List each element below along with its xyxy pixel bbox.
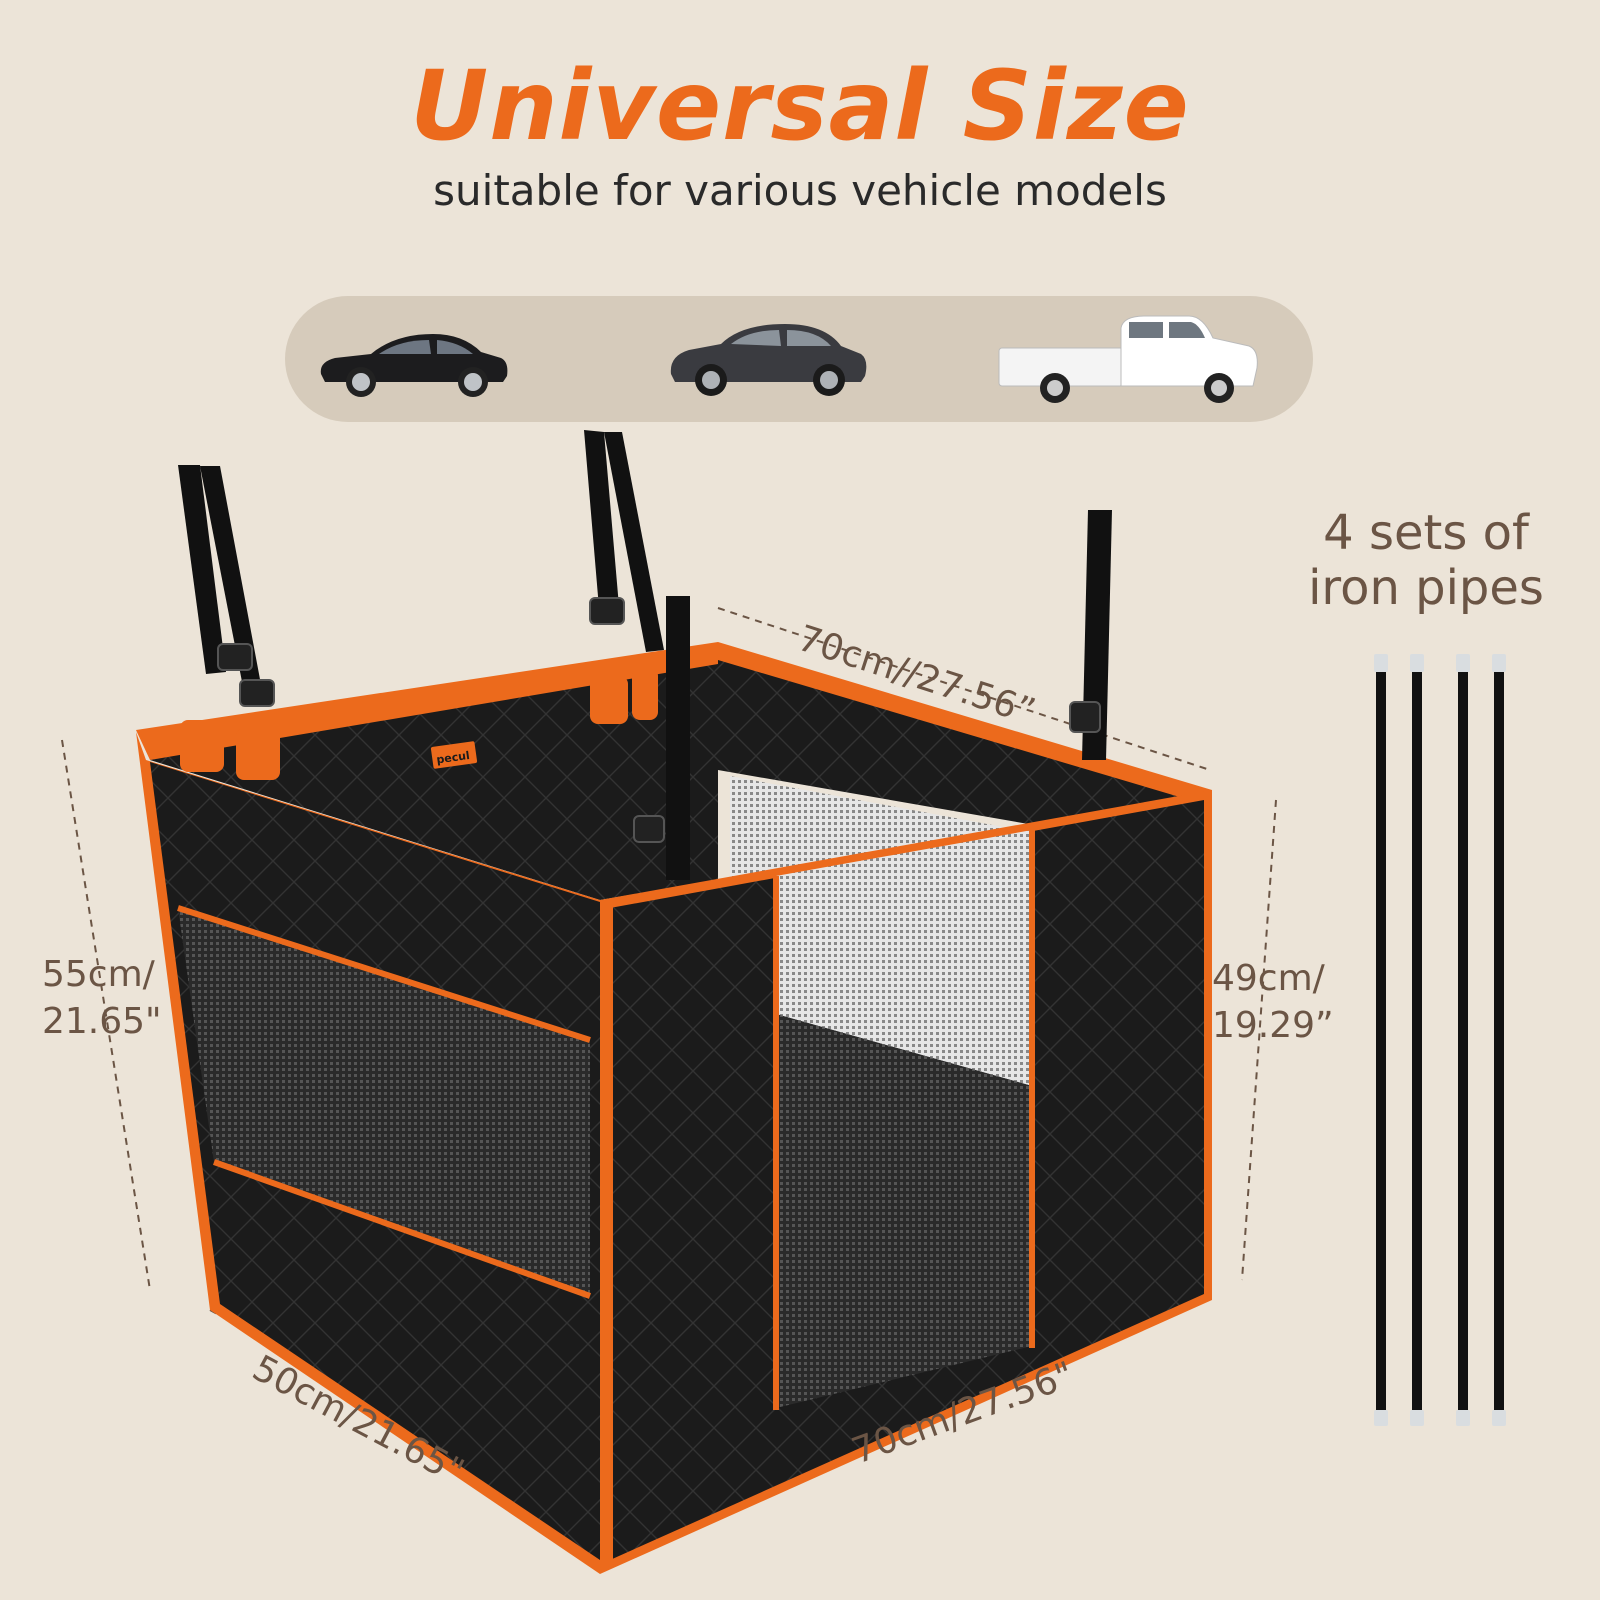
right-height-label: 49cm/ 19.29” [1212,956,1334,1050]
right-height-line2: 19.29” [1212,1004,1334,1046]
pickup-truck-icon [998,315,1258,403]
left-height-line1: 55cm/ [42,954,155,995]
front-mesh-window [776,830,1032,1086]
page-title: Universal Size [410,50,1190,162]
iron-pipes-label: 4 sets of iron pipes [1296,505,1556,617]
vehicle-types-bar [285,296,1313,422]
page-subtitle: suitable for various vehicle models [433,166,1167,215]
suv-icon [670,324,867,396]
svg-text:pecul: pecul [436,749,471,767]
left-height-line2: 21.65" [42,1000,162,1042]
orange-tabs [180,668,658,780]
right-height-line1: 49cm/ [1212,958,1325,999]
left-height-label: 55cm/ 21.65" [42,952,162,1046]
iron-pipes-line1: 4 sets of [1323,505,1529,561]
headrest-straps [178,430,1112,880]
iron-pipes-line2: iron pipes [1308,560,1544,617]
brand-logo: pecul [430,741,478,769]
buckles [217,597,1101,843]
iron-pipes [1374,654,1506,1426]
sedan-icon [320,334,508,397]
left-mesh-pocket [178,908,590,1296]
